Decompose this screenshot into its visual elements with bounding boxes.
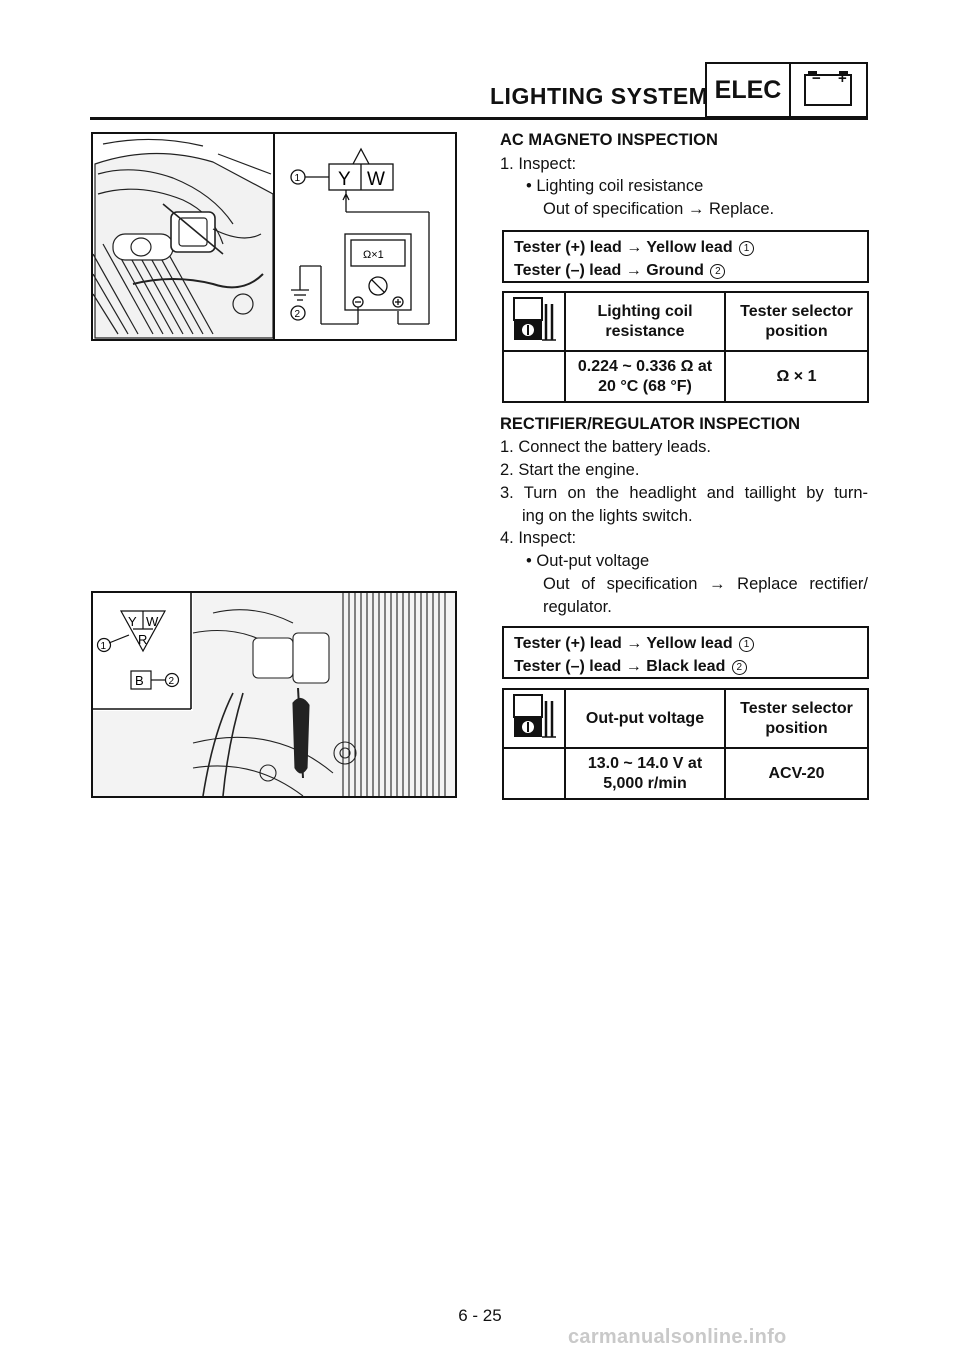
section2-step3-line1: 3. Turn on the headlight and taillight b… [500,484,868,502]
multimeter-icon-cell [502,291,566,352]
section2-spec-line2-text: Tester (–) lead → Black lead [514,658,726,675]
section2-step3-line2: ing on the lights switch. [522,507,693,525]
section2-selector-position: ACV-20 [724,747,869,800]
figure2-callout-1: 1 [101,641,107,652]
header-rule [90,117,868,120]
figure1-callout-2: 2 [295,309,301,320]
figure2-wire-b: B [135,673,144,688]
battery-plus-sign: + [838,70,847,87]
section1-bullet: • Lighting coil resistance [526,177,704,195]
section1-spec-line1: Tester (+) lead → Yellow lead 1 [514,236,857,259]
rectifier-regulator-illustration: 1 2 Y W R B [93,593,455,796]
section1-spec-line2: Tester (–) lead → Ground 2 [514,259,857,282]
callout-2-ref: 2 [710,264,726,279]
watermark: carmanualsonline.info [568,1326,787,1348]
section1-tester-leads: Tester (+) lead → Yellow lead 1 Tester (… [502,230,869,283]
figure1-wire-y: Y [338,169,351,190]
section2-step2: 2. Start the engine. [500,461,640,479]
figure1-callout-1: 1 [295,173,301,184]
ac-magneto-illustration: 1 2 Y W Ω×1 [93,134,430,339]
section2-col1-header: Out-put voltage [564,688,726,749]
figure2-callout-2: 2 [169,676,175,687]
section1-col2-header: Tester selector position [724,291,869,352]
section1-step1: 1. Inspect: [500,155,577,173]
section-badge: ELEC − + [705,62,868,118]
section2-heading: RECTIFIER/REGULATOR INSPECTION [500,415,801,433]
callout-1-ref: 1 [739,241,755,256]
battery-icon: − + [791,64,866,116]
section1-resistance-value: 0.224 ~ 0.336 Ω at 20 °C (68 °F) [564,350,726,403]
section2-spec-line1: Tester (+) lead → Yellow lead 1 [514,632,857,655]
multimeter-icon [513,296,556,341]
figure2-wire-w: W [146,614,159,629]
figure1-meter-scale: Ω×1 [363,249,384,261]
page-number: 6 - 25 [458,1306,502,1325]
battery-minus-sign: − [812,70,821,87]
section2-tester-leads: Tester (+) lead → Yellow lead 1 Tester (… [502,626,869,679]
section2-col2-header: Tester selector position [724,688,869,749]
ac-magneto-figure: 1 2 Y W Ω×1 [91,132,457,341]
section1-result: Out of specification → Replace. [543,200,775,218]
page-title: LIGHTING SYSTEM [490,83,709,109]
section-badge-label: ELEC [707,64,791,116]
section2-step4: 4. Inspect: [500,529,577,547]
figure1-wire-w: W [367,169,385,190]
section2-empty-cell [502,747,566,800]
section1-empty-cell [502,350,566,403]
section2-result-line1: Out of specification → Replace rectifier… [543,575,868,593]
multimeter-icon-cell [502,688,566,749]
section1-spec-line1-text: Tester (+) lead → Yellow lead [514,239,733,256]
multimeter-icon [513,693,556,738]
callout-2-ref: 2 [731,660,747,675]
section2-result-line2: regulator. [543,598,612,616]
rectifier-regulator-figure: 1 2 Y W R B [91,591,457,798]
section2-spec-table: Out-put voltage Tester selector position… [502,688,869,800]
section2-step1: 1. Connect the battery leads. [500,438,711,456]
section1-col1-header: Lighting coil resistance [564,291,726,352]
section1-spec-table: Lighting coil resistance Tester selector… [502,291,869,403]
figure2-wire-r: R [138,632,147,647]
figure2-wire-y: Y [128,614,137,629]
section1-heading: AC MAGNETO INSPECTION [500,131,718,149]
section2-bullet: • Out-put voltage [526,552,650,570]
section1-spec-line2-text: Tester (–) lead → Ground [514,262,704,279]
section2-spec-line2: Tester (–) lead → Black lead 2 [514,655,857,678]
callout-1-ref: 1 [739,637,755,652]
section2-spec-line1-text: Tester (+) lead → Yellow lead [514,635,733,652]
section1-selector-position: Ω × 1 [724,350,869,403]
section2-voltage-value: 13.0 ~ 14.0 V at 5,000 r/min [564,747,726,800]
